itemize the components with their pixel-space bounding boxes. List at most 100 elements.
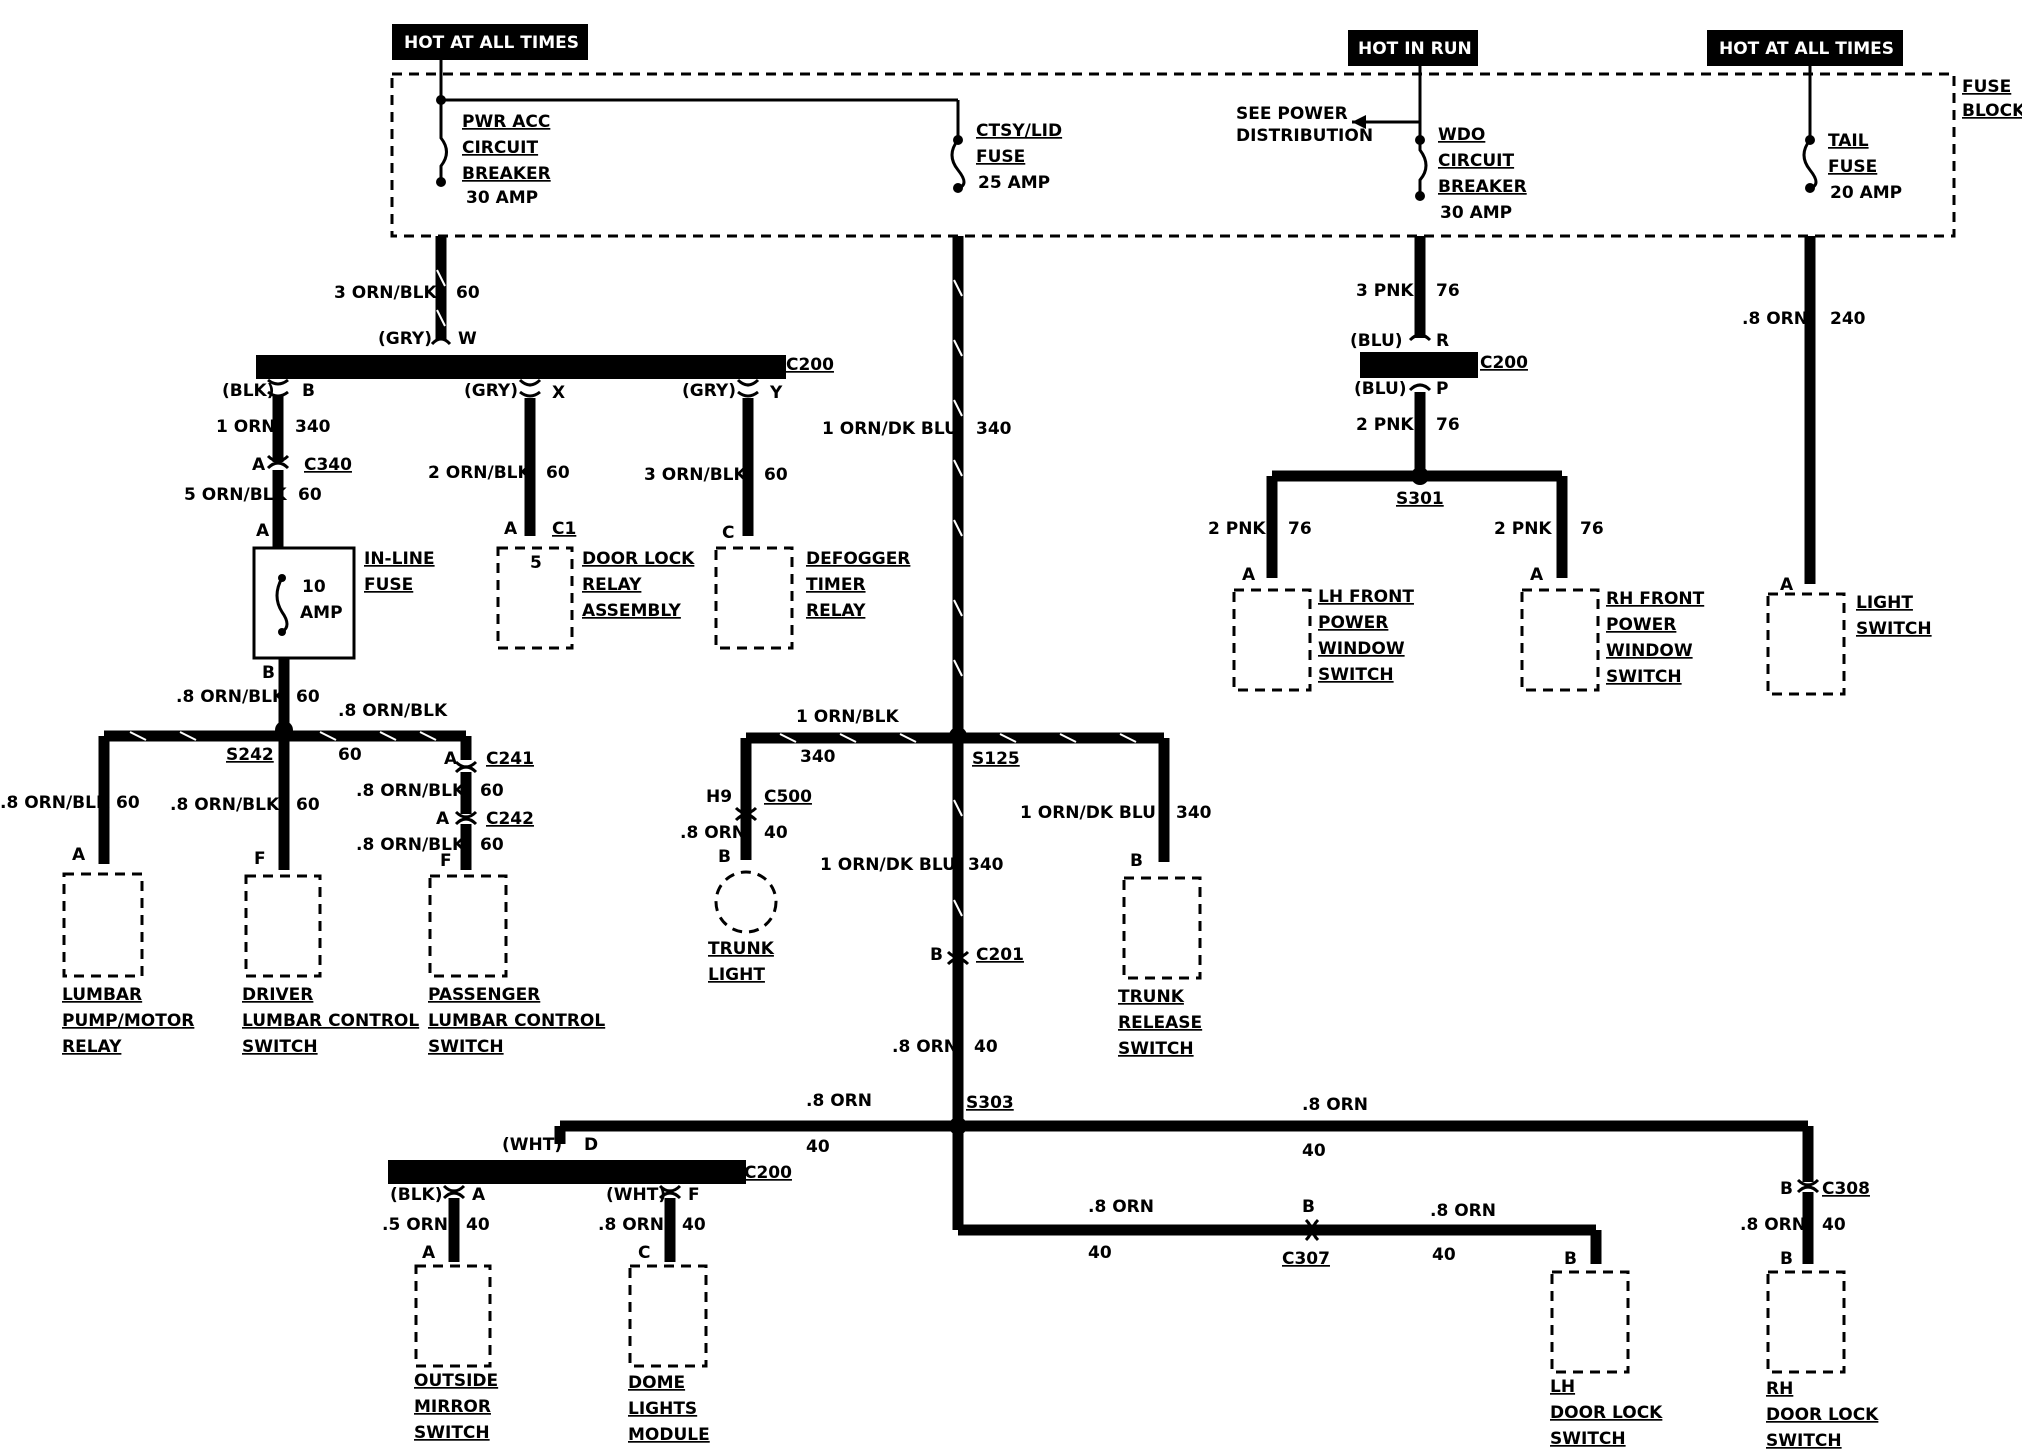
svg-text:.8 ORN: .8 ORN xyxy=(892,1037,958,1057)
svg-text:1 ORN/DK BLU: 1 ORN/DK BLU xyxy=(1020,803,1156,823)
tail-rating: 20 AMP xyxy=(1830,183,1902,203)
svg-text:MODULE: MODULE xyxy=(628,1425,710,1445)
svg-text:B: B xyxy=(262,663,275,683)
svg-text:40: 40 xyxy=(1822,1215,1846,1235)
svg-text:3 ORN/BLK: 3 ORN/BLK xyxy=(644,465,748,485)
svg-text:.8 ORN: .8 ORN xyxy=(598,1215,664,1235)
defogger-relay-box xyxy=(714,546,794,650)
pwr-acc-circuit-breaker-icon xyxy=(436,95,448,187)
svg-text:SWITCH: SWITCH xyxy=(1606,667,1682,687)
svg-text:3 PNK: 3 PNK xyxy=(1356,281,1414,301)
svg-text:(GRY): (GRY) xyxy=(464,381,518,401)
svg-text:SWITCH: SWITCH xyxy=(1318,665,1394,685)
svg-text:60: 60 xyxy=(298,485,322,505)
svg-text:340: 340 xyxy=(968,855,1004,875)
svg-text:LIGHT: LIGHT xyxy=(1856,593,1913,613)
svg-text:B: B xyxy=(718,847,731,867)
svg-text:.8 ORN: .8 ORN xyxy=(1088,1197,1154,1217)
svg-text:40: 40 xyxy=(764,823,788,843)
svg-text:76: 76 xyxy=(1436,415,1460,435)
lumbar-pump-relay-box xyxy=(62,872,144,978)
svg-text:C500: C500 xyxy=(764,787,812,807)
svg-text:C200: C200 xyxy=(1480,353,1528,373)
svg-text:C: C xyxy=(638,1243,650,1263)
see-power-label-2: DISTRIBUTION xyxy=(1236,126,1373,146)
svg-text:340: 340 xyxy=(295,417,331,437)
svg-text:PUMP/MOTOR: PUMP/MOTOR xyxy=(62,1011,194,1031)
svg-text:.8 ORN/BLK: .8 ORN/BLK xyxy=(0,793,110,813)
svg-text:SWITCH: SWITCH xyxy=(428,1037,504,1057)
svg-text:.5 ORN: .5 ORN xyxy=(382,1215,448,1235)
hot-in-run-badge: HOT IN RUN xyxy=(1348,30,1478,66)
svg-text:A: A xyxy=(1530,565,1544,585)
svg-text:(BLK): (BLK) xyxy=(390,1185,443,1205)
svg-text:60: 60 xyxy=(456,283,480,303)
wdo-circuit-breaker-icon xyxy=(1415,135,1428,201)
svg-text:SWITCH: SWITCH xyxy=(1118,1039,1194,1059)
svg-text:60: 60 xyxy=(338,745,362,765)
svg-text:340: 340 xyxy=(1176,803,1212,823)
hot-at-all-times-badge-left: HOT AT ALL TIMES xyxy=(392,24,588,60)
svg-text:POWER: POWER xyxy=(1606,615,1676,635)
svg-text:TIMER: TIMER xyxy=(806,575,866,595)
svg-text:5 ORN/BLK: 5 ORN/BLK xyxy=(184,485,288,505)
svg-text:R: R xyxy=(1436,331,1449,351)
svg-text:.8 ORN/BLK: .8 ORN/BLK xyxy=(338,701,448,721)
svg-text:40: 40 xyxy=(682,1215,706,1235)
svg-text:A: A xyxy=(72,845,86,865)
svg-text:60: 60 xyxy=(546,463,570,483)
tail-label-1: TAIL xyxy=(1828,131,1869,151)
svg-text:TRUNK: TRUNK xyxy=(708,939,775,959)
svg-text:LUMBAR CONTROL: LUMBAR CONTROL xyxy=(242,1011,419,1031)
badge-label: HOT AT ALL TIMES xyxy=(1719,39,1894,59)
driver-lumbar-switch-box xyxy=(244,874,322,978)
svg-text:B: B xyxy=(1564,1249,1577,1269)
svg-text:LUMBAR: LUMBAR xyxy=(62,985,142,1005)
passenger-lumbar-switch-box xyxy=(428,874,508,978)
svg-text:FUSE: FUSE xyxy=(364,575,413,595)
svg-text:DOME: DOME xyxy=(628,1373,685,1393)
c200-connector-bus-top xyxy=(256,355,786,379)
svg-text:.8 ORN: .8 ORN xyxy=(1302,1095,1368,1115)
svg-text:LH FRONT: LH FRONT xyxy=(1318,587,1414,607)
svg-text:.8 ORN: .8 ORN xyxy=(1742,309,1808,329)
svg-text:A: A xyxy=(422,1243,436,1263)
svg-text:C1: C1 xyxy=(552,519,576,539)
svg-text:TRUNK: TRUNK xyxy=(1118,987,1185,1007)
svg-text:60: 60 xyxy=(116,793,140,813)
ctsy-lid-label-1: CTSY/LID xyxy=(976,121,1062,141)
svg-text:RELAY: RELAY xyxy=(806,601,866,621)
svg-text:RH: RH xyxy=(1766,1379,1793,1399)
svg-text:RELEASE: RELEASE xyxy=(1118,1013,1202,1033)
svg-text:40: 40 xyxy=(1088,1243,1112,1263)
tail-label-2: FUSE xyxy=(1828,157,1877,177)
c200-connector-bus-window xyxy=(1360,352,1478,378)
svg-text:B: B xyxy=(1780,1249,1793,1269)
svg-text:.8 ORN: .8 ORN xyxy=(806,1091,872,1111)
svg-text:AMP: AMP xyxy=(300,603,343,623)
pwr-acc-label-2: CIRCUIT xyxy=(462,138,538,158)
wdo-rating: 30 AMP xyxy=(1440,203,1512,223)
svg-text:B: B xyxy=(1780,1179,1793,1199)
ctsy-lid-label-2: FUSE xyxy=(976,147,1025,167)
svg-text:S301: S301 xyxy=(1396,489,1444,509)
svg-text:76: 76 xyxy=(1436,281,1460,301)
svg-text:A: A xyxy=(252,455,266,475)
svg-text:MIRROR: MIRROR xyxy=(414,1397,491,1417)
svg-text:5: 5 xyxy=(530,553,542,573)
svg-text:C200: C200 xyxy=(744,1163,792,1183)
outside-mirror-switch-box xyxy=(414,1264,492,1368)
svg-text:LH: LH xyxy=(1550,1377,1575,1397)
svg-text:C242: C242 xyxy=(486,809,534,829)
lh-front-power-window-switch-box xyxy=(1232,588,1312,692)
svg-text:SWITCH: SWITCH xyxy=(242,1037,318,1057)
svg-text:DEFOGGER: DEFOGGER xyxy=(806,549,910,569)
svg-text:60: 60 xyxy=(296,687,320,707)
svg-text:240: 240 xyxy=(1830,309,1866,329)
svg-text:A: A xyxy=(1780,575,1794,595)
dome-lights-module-box xyxy=(628,1264,708,1368)
svg-text:S242: S242 xyxy=(226,745,274,765)
fuse-block-label-1: FUSE xyxy=(1962,77,2011,97)
in-line-fuse-box xyxy=(252,546,356,660)
svg-text:76: 76 xyxy=(1580,519,1604,539)
